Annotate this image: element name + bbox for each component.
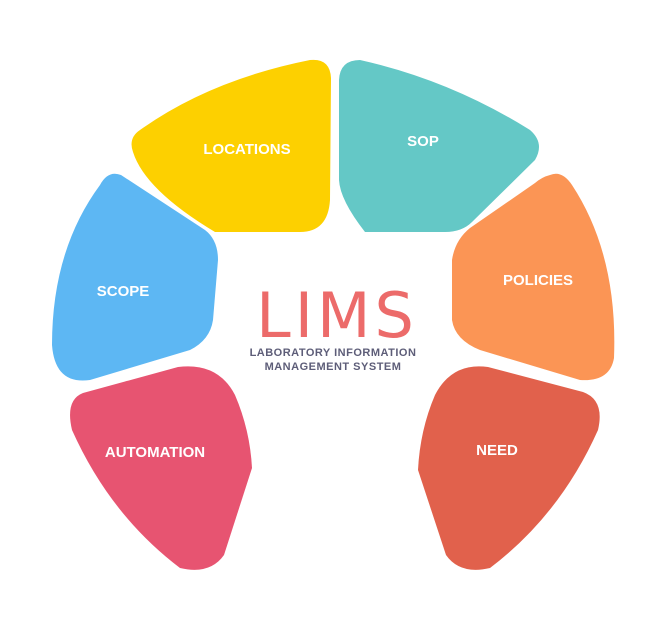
segment-policies[interactable] [452, 173, 615, 381]
segment-label-sop: SOP [407, 133, 439, 150]
segment-label-locations: LOCATIONS [203, 141, 290, 158]
segment-label-need: NEED [476, 442, 518, 459]
segment-locations[interactable] [131, 59, 331, 233]
segment-automation[interactable] [70, 366, 252, 570]
center-title: LIMS [256, 279, 418, 352]
center-subtitle-line1: LABORATORY INFORMATION [250, 347, 417, 359]
segment-need[interactable] [418, 366, 600, 570]
segment-scope[interactable] [52, 173, 218, 381]
center-subtitle-line2: MANAGEMENT SYSTEM [265, 361, 402, 373]
segment-label-automation: AUTOMATION [105, 444, 205, 461]
segment-sop[interactable] [339, 60, 539, 232]
segment-label-policies: POLICIES [503, 272, 573, 289]
segment-label-scope: SCOPE [97, 283, 150, 300]
